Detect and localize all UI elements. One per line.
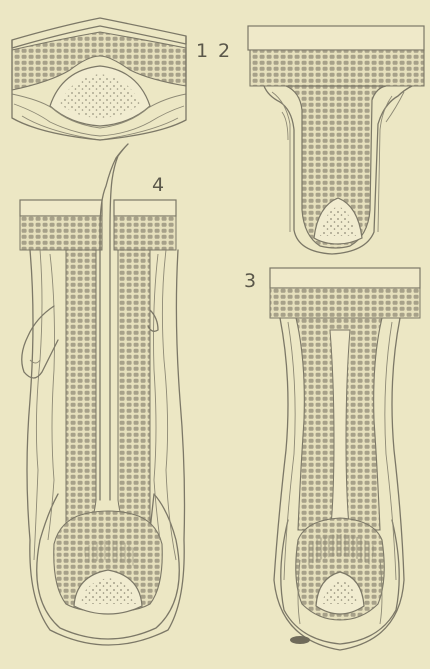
stage-3-drawing [270, 268, 420, 650]
stage-label-2: 2 [218, 42, 230, 61]
stage-4-drawing [20, 144, 185, 645]
stage-label-3: 3 [244, 272, 256, 291]
stage-label-1: 1 [196, 42, 208, 61]
stage-2-drawing [248, 26, 424, 254]
stage-label-4: 4 [152, 176, 164, 195]
stage-1-drawing [12, 18, 186, 140]
